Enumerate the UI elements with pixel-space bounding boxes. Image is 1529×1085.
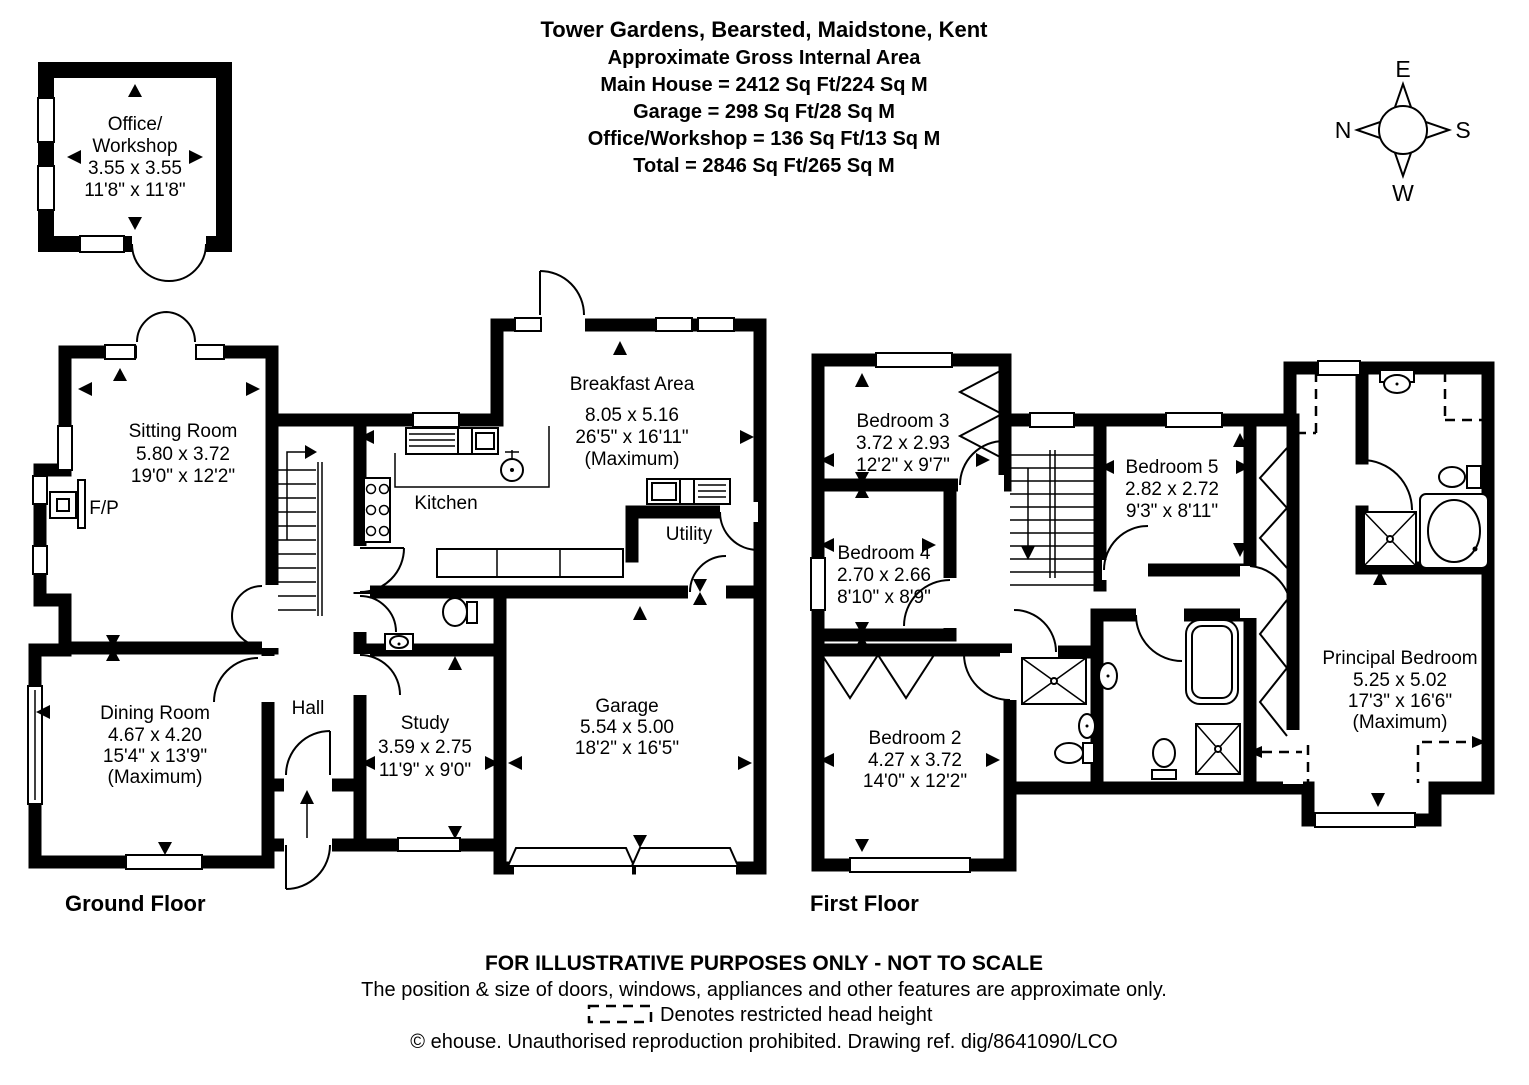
- ground-stairs: [278, 445, 323, 616]
- study-name: Study: [401, 713, 450, 734]
- principal-metric: 5.25 x 5.02: [1353, 670, 1447, 691]
- dining-note: (Maximum): [108, 767, 203, 788]
- area-line-office-workshop: Office/Workshop = 136 Sq Ft/13 Sq M: [588, 128, 941, 150]
- fireplace: [49, 479, 86, 529]
- room-labels: Office/ Workshop 3.55 x 3.55 11'8" x 11'…: [84, 114, 1477, 792]
- principal-note: (Maximum): [1353, 712, 1448, 733]
- utility-name: Utility: [666, 524, 713, 545]
- compass-north-label: N: [1335, 117, 1352, 143]
- bedroom3-imperial: 12'2" x 9'7": [856, 455, 950, 476]
- office-name-line1: Office/: [108, 114, 163, 135]
- breakfast-note: (Maximum): [585, 449, 680, 470]
- area-line-main-house: Main House = 2412 Sq Ft/224 Sq M: [600, 74, 927, 96]
- bedroom2-name: Bedroom 2: [869, 728, 962, 749]
- area-line-garage: Garage = 298 Sq Ft/28 Sq M: [633, 101, 895, 123]
- dimension-arrows: [36, 84, 1387, 855]
- bedroom5-name: Bedroom 5: [1126, 457, 1219, 478]
- footer-head-height-key: Denotes restricted head height: [660, 1004, 933, 1026]
- office-imperial: 11'8" x 11'8": [84, 180, 185, 201]
- bedroom3-metric: 3.72 x 2.93: [856, 433, 950, 454]
- windows: [27, 97, 1416, 873]
- principal-imperial: 17'3" x 16'6": [1348, 691, 1452, 712]
- wc-toilet: [442, 597, 478, 627]
- garage-doors: [506, 847, 740, 867]
- kitchen-sink-unit: [405, 427, 499, 455]
- wardrobes: [821, 369, 1289, 737]
- bedroom5-metric: 2.82 x 2.72: [1125, 479, 1219, 500]
- restricted-head-height-key-icon: [587, 1004, 653, 1024]
- compass-west-label: W: [1392, 180, 1414, 206]
- bedroom2-imperial: 14'0" x 12'2": [863, 771, 967, 792]
- utility-sink-unit: [646, 478, 731, 505]
- garage-name: Garage: [595, 696, 658, 717]
- kitchen-prep-sink: [394, 426, 550, 488]
- first-floor-label: First Floor: [810, 891, 919, 916]
- wc-sink: [384, 633, 414, 652]
- restricted-head-height-lines: [1248, 372, 1486, 783]
- hall-name: Hall: [292, 698, 325, 719]
- footer-block: FOR ILLUSTRATIVE PURPOSES ONLY - NOT TO …: [361, 952, 1167, 1053]
- area-line-total: Total = 2846 Sq Ft/265 Sq M: [633, 155, 894, 177]
- kitchen-name: Kitchen: [414, 493, 477, 514]
- sitting-imperial: 19'0" x 12'2": [131, 466, 235, 487]
- footer-approximate-note: The position & size of doors, windows, a…: [361, 979, 1167, 1001]
- breakfast-metric: 8.05 x 5.16: [585, 405, 679, 426]
- sitting-name: Sitting Room: [129, 421, 238, 442]
- shower-room-fixtures: [1021, 657, 1096, 764]
- dining-imperial: 15'4" x 13'9": [103, 746, 207, 767]
- compass-south-label: S: [1455, 117, 1470, 143]
- page-title: Tower Gardens, Bearsted, Maidstone, Kent: [540, 17, 988, 42]
- footer-disclaimer: FOR ILLUSTRATIVE PURPOSES ONLY - NOT TO …: [485, 952, 1043, 975]
- bedroom4-imperial: 8'10" x 8'9": [837, 587, 931, 608]
- breakfast-imperial: 26'5" x 16'11": [575, 427, 688, 448]
- compass-rose: E S W N: [1335, 56, 1471, 206]
- office-name-line2: Workshop: [92, 136, 177, 157]
- door-arcs: [131, 243, 1413, 890]
- kitchen-hob: [363, 477, 391, 543]
- dining-name: Dining Room: [100, 703, 210, 724]
- breakfast-name: Breakfast Area: [570, 374, 695, 395]
- ground-floor-label: Ground Floor: [65, 891, 206, 916]
- page-subtitle: Approximate Gross Internal Area: [608, 47, 922, 69]
- sitting-metric: 5.80 x 3.72: [136, 444, 230, 465]
- compass-east-label: E: [1395, 56, 1410, 82]
- first-stairs: [1010, 450, 1096, 586]
- bedroom2-metric: 4.27 x 3.72: [868, 750, 962, 771]
- fireplace-label: F/P: [89, 498, 119, 519]
- header-block: Tower Gardens, Bearsted, Maidstone, Kent…: [540, 17, 988, 177]
- kitchen-counter: [436, 548, 624, 578]
- bedroom3-name: Bedroom 3: [857, 411, 950, 432]
- garage-metric: 5.54 x 5.00: [580, 717, 674, 738]
- office-metric: 3.55 x 3.55: [88, 158, 182, 179]
- garage-imperial: 18'2" x 16'5": [575, 738, 679, 759]
- bedroom5-imperial: 9'3" x 8'11": [1126, 501, 1218, 522]
- principal-name: Principal Bedroom: [1322, 648, 1477, 669]
- study-metric: 3.59 x 2.75: [378, 737, 472, 758]
- entrance-arrows: [300, 790, 314, 838]
- bathroom-fixtures: [1098, 619, 1241, 780]
- study-imperial: 11'9" x 9'0": [379, 760, 471, 781]
- bedroom4-name: Bedroom 4: [838, 543, 931, 564]
- ground-floor-walls: [28, 318, 767, 875]
- dining-metric: 4.67 x 4.20: [108, 725, 202, 746]
- bedroom4-metric: 2.70 x 2.66: [837, 565, 931, 586]
- ensuite-fixtures: [1363, 369, 1489, 569]
- footer-copyright: © ehouse. Unauthorised reproduction proh…: [410, 1031, 1117, 1053]
